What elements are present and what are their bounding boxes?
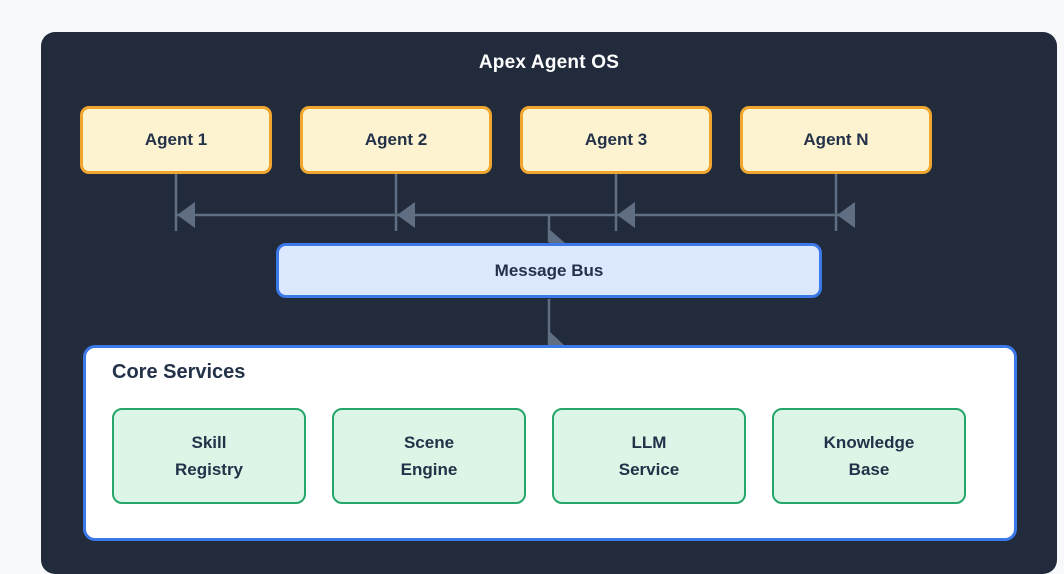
agent-node-3-label: Agent 3 [584,130,648,149]
service-label-line: LLM [631,433,667,452]
core-services-title: Core Services [112,361,246,383]
agent-node-1-label: Agent 1 [144,130,208,149]
service-label-line: Base [848,460,890,479]
service-node-skill-registry: Skill Registry [112,408,306,504]
service-label-line: Skill [191,433,227,452]
agent-node-1: Agent 1 [80,106,272,174]
message-bus-label: Message Bus [494,260,604,280]
agent-node-2-label: Agent 2 [364,130,428,149]
service-node-scene-engine: Scene Engine [332,408,526,504]
agent-node-n-label: Agent N [803,130,869,149]
agent-node-2: Agent 2 [300,106,492,174]
service-node-knowledge-base: Knowledge Base [772,408,966,504]
core-services-group: Core Services Skill Registry Scene Engin… [83,345,1017,541]
service-label-line: Engine [400,460,458,479]
diagram-title: Apex Agent OS [478,52,620,73]
service-label-line: Scene [403,433,455,452]
agent-node-n: Agent N [740,106,932,174]
service-label-line: Service [618,460,680,479]
agent-node-3: Agent 3 [520,106,712,174]
diagram-stage: Apex Agent OS Agent 1 Agent 2 Agent 3 Ag… [41,32,1057,574]
service-label-line: Registry [174,460,244,479]
message-bus-node: Message Bus [276,243,822,298]
service-node-llm-service: LLM Service [552,408,746,504]
service-label-line: Knowledge [823,433,915,452]
